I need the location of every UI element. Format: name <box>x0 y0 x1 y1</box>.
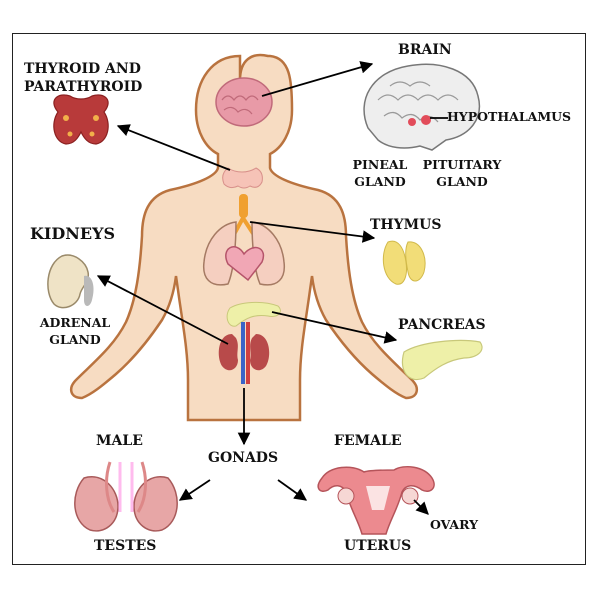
label-adrenal-line1: ADRENAL <box>39 315 111 330</box>
arrow-uterus <box>277 479 308 501</box>
label-thyroid-line1: THYROID AND <box>24 61 141 77</box>
arrow-ovary <box>413 499 429 515</box>
label-testes: TESTES <box>94 538 157 554</box>
label-uterus: UTERUS <box>344 538 412 554</box>
body-thyroid <box>222 167 263 189</box>
arrow-thymus <box>249 221 376 243</box>
label-gonads: GONADS <box>208 450 279 466</box>
brain-illustration <box>363 63 481 151</box>
label-brain: BRAIN <box>398 42 452 58</box>
body-pancreas <box>226 301 281 327</box>
arrow-thyroid <box>116 124 231 171</box>
label-pancreas: PANCREAS <box>398 317 486 333</box>
label-pineal-line1: PINEAL <box>352 157 408 172</box>
label-pituitary-gland: PITUITARY GLAND <box>416 158 508 188</box>
label-pineal-gland: PINEAL GLAND <box>348 158 412 188</box>
label-pituitary-line1: PITUITARY <box>422 157 502 172</box>
label-adrenal-line2: GLAND <box>49 332 101 348</box>
body-heart <box>225 246 265 282</box>
arrow-pancreas <box>271 311 398 344</box>
label-ovary: OVARY <box>430 517 479 532</box>
body-kidneys <box>218 322 270 384</box>
testes-illustration <box>74 461 178 532</box>
arrow-brain <box>261 61 374 97</box>
label-male: MALE <box>96 433 143 449</box>
body-trachea <box>222 194 266 248</box>
label-hypothalamus: HYPOTHALAMUS <box>447 109 572 124</box>
label-thymus: THYMUS <box>370 217 442 233</box>
kidney-illustration <box>47 254 94 309</box>
pancreas-illustration <box>401 339 483 381</box>
body-brain <box>215 77 273 127</box>
arrow-testes <box>178 479 211 501</box>
body-silhouette <box>69 53 419 422</box>
arrow-kidney <box>96 275 229 345</box>
thymus-illustration <box>382 240 426 285</box>
label-kidneys: KIDNEYS <box>30 224 116 243</box>
uterus-illustration <box>317 465 435 535</box>
thyroid-illustration <box>53 94 109 145</box>
human-body <box>69 53 419 422</box>
label-adrenal-gland: ADRENAL GLAND <box>30 316 120 346</box>
label-pituitary-line2: GLAND <box>436 174 488 190</box>
label-female: FEMALE <box>334 433 402 449</box>
arrows <box>96 61 448 515</box>
label-thyroid-line2: PARATHYROID <box>24 78 143 95</box>
label-thyroid-parathyroid: THYROID AND PARATHYROID <box>24 62 142 94</box>
body-lungs <box>202 221 286 286</box>
label-pineal-line2: GLAND <box>354 174 406 190</box>
